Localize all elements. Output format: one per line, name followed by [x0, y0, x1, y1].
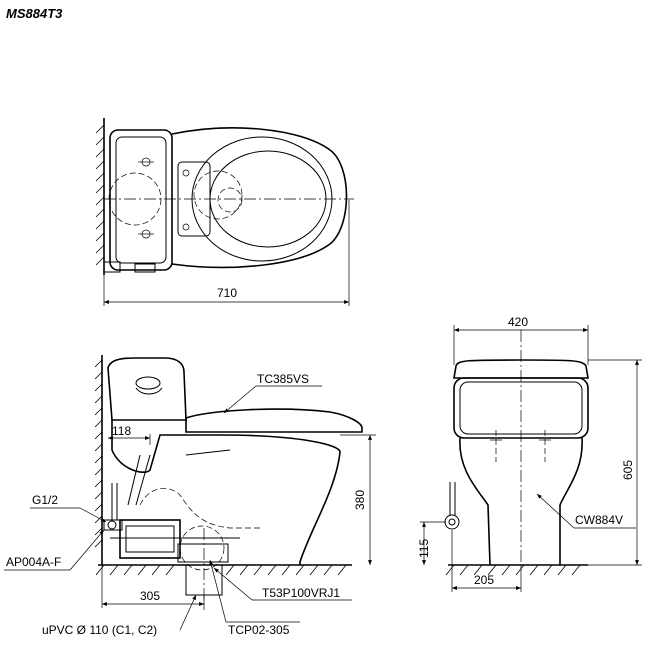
dim-label-710: 710 — [217, 286, 237, 300]
part-label-cw884v: CW884V — [575, 513, 623, 527]
tank-top-front — [453, 359, 589, 379]
bowl-body-outline — [171, 127, 348, 269]
front-view: 420 605 115 205 CW884V — [417, 315, 642, 592]
drain-box — [119, 519, 181, 559]
dim-label-605: 605 — [621, 460, 635, 480]
dim-label-115: 115 — [417, 539, 431, 558]
drawing-title: MS884T3 — [6, 6, 63, 21]
dim-label-205: 205 — [474, 573, 494, 587]
side-view: 118 380 305 TC385VS G1/2 AP004A-F T53P10… — [4, 355, 376, 637]
dim-label-420: 420 — [508, 315, 528, 329]
adapter-label: TCP02-305 — [228, 623, 290, 637]
dim-label-380: 380 — [353, 490, 367, 510]
tank-outline-top — [109, 129, 173, 271]
floor-hatch-front — [445, 564, 581, 576]
tank-outline-side — [107, 357, 187, 421]
flange-label: T53P100VRJ1 — [262, 586, 340, 600]
bolt-marks-top — [138, 157, 190, 239]
wall-hatch-side — [94, 359, 103, 548]
bowl-body-side — [111, 420, 341, 565]
bowl-right-side — [559, 437, 583, 565]
seat-label: TC385VS — [257, 372, 309, 386]
bowl-left-side — [459, 437, 491, 566]
supply-label: G1/2 — [32, 493, 58, 507]
dim-label-118: 118 — [112, 424, 131, 438]
seat-lid-side — [185, 408, 363, 433]
dim-label-305: 305 — [140, 589, 160, 603]
valve-label: AP004A-F — [6, 555, 61, 569]
wall-hatch-top — [95, 124, 105, 266]
top-view: 710 — [95, 118, 354, 306]
floor-hatch-side — [95, 564, 347, 576]
pipe-label: uPVC Ø 110 (C1, C2) — [42, 623, 157, 637]
